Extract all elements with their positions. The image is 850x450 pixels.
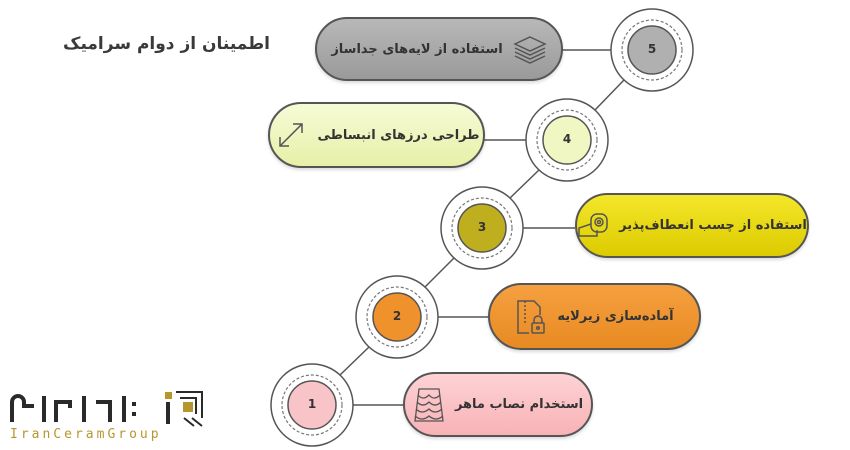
step-1-label: استخدام نصاب ماهر [454, 397, 584, 412]
step-3-card: استفاده از چسب انعطاف‌پذیر [575, 193, 809, 258]
step-2-card: آماده‌سازی زیرلایه [488, 283, 701, 350]
step-4-label: طراحی درزهای انبساطی [317, 127, 480, 143]
step-5-circle [627, 25, 677, 75]
diagonal-connector [424, 257, 455, 288]
tape-icon [578, 212, 608, 237]
step-2-number: 2 [392, 309, 402, 323]
tile-scales-icon [414, 387, 444, 422]
zip-file-lock-icon [517, 299, 546, 334]
step-2-circle [372, 292, 422, 342]
diagonal-connector [339, 346, 370, 376]
step-2-label: آماده‌سازی زیرلایه [557, 309, 674, 324]
step-5-label: استفاده از لایه‌های جداساز [331, 41, 503, 57]
step-1-dashed-ring [281, 374, 343, 436]
page-title: اطمینان از دوام سرامیک [63, 34, 270, 54]
step-4-dashed-ring [536, 109, 598, 171]
step-3-dashed-ring [451, 197, 513, 259]
step-1-number: 1 [307, 397, 317, 411]
step-4-circle [542, 115, 592, 165]
logo-brand-text: IranCeramGroup [10, 427, 162, 442]
step-4-number: 4 [562, 132, 572, 146]
diagonal-connector [509, 169, 540, 199]
step-3-number: 3 [477, 220, 487, 234]
expand-arrows-icon [278, 123, 303, 147]
step-1-circle [287, 380, 337, 430]
step-4-card: طراحی درزهای انبساطی [268, 102, 485, 168]
step-5-card: استفاده از لایه‌های جداساز [315, 17, 563, 81]
step-2-dashed-ring [366, 286, 428, 348]
diagonal-connector [594, 79, 625, 111]
step-5-dashed-ring [621, 19, 683, 81]
step-3-label: استفاده از چسب انعطاف‌پذیر [619, 218, 807, 233]
step-3-circle [457, 203, 507, 253]
iranceram-logo [10, 391, 203, 427]
layers-icon [512, 36, 547, 64]
step-5-number: 5 [647, 42, 657, 56]
step-1-card: استخدام نصاب ماهر [403, 372, 593, 437]
